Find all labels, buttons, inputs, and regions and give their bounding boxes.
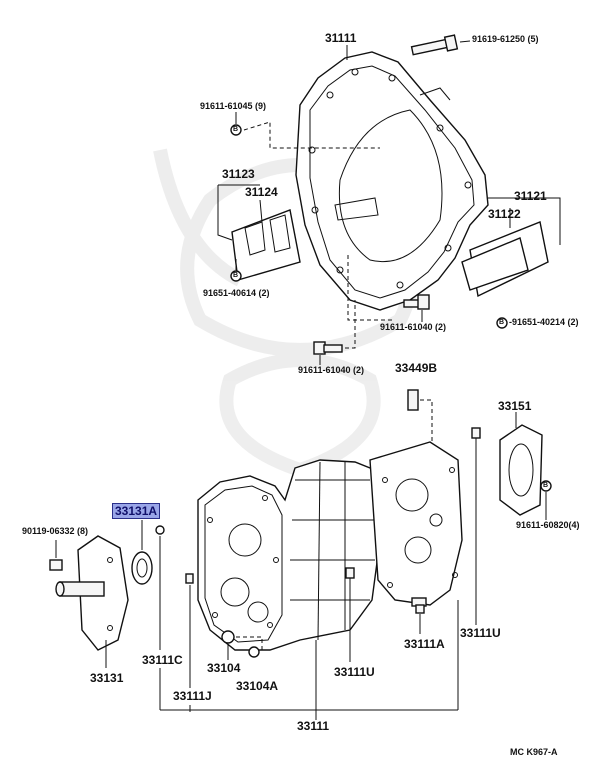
label-91619-61250: 91619-61250 (5) [472,34,539,44]
rear-case [369,441,463,606]
label-33111C: 33111C [142,653,183,667]
dust-cover-left [231,209,301,281]
front-bearing-retainer [55,535,129,651]
label-91651-40614: 91651-40614 (2) [203,288,270,298]
label-33111-bottom: 33111 [297,719,330,733]
pin-33111U [471,427,481,439]
dowel-pin [407,389,419,411]
bolt-mark-4: B [543,482,549,489]
label-33104: 33104 [207,661,241,675]
plug-33111C [155,525,165,535]
bolt-mark-3: B [499,319,505,326]
diagram-code: MC K967-A [510,747,558,757]
pin-33111J [185,573,194,584]
transmission-case [197,459,381,651]
label-91611-61040-b: 91611-61040 (2) [298,365,365,375]
label-31123: 31123 [222,167,255,181]
label-31121: 31121 [514,189,547,203]
label-33104A: 33104A [236,679,279,693]
bolt-91611-61040-b [313,341,343,355]
label-33151: 33151 [498,399,532,413]
label-31111: 31111 [325,31,357,45]
label-33131: 33131 [90,671,124,685]
bolt-90119 [49,559,63,571]
oil-seal-33131A [131,551,153,585]
rear-cover-33151 [499,424,543,516]
label-33111U: 33111U [460,626,501,640]
label-91611-60820: 91611-60820(4) [516,520,580,530]
label-33111A: 33111A [404,637,445,651]
label-90119-06332: 90119-06332 (8) [22,526,89,536]
plug-33111A [411,597,427,614]
label-33111U-b: 33111U [334,665,375,679]
label-91611-61040-a: 91611-61040 (2) [380,322,447,332]
pin-33111U-b [345,567,355,579]
bolt-91619 [410,34,459,56]
bolt-mark-2: B [233,272,239,279]
bell-housing [295,51,489,311]
label-91651-40214: -91651-40214 (2) [509,317,579,327]
dust-cover-right [461,221,549,298]
bolt-91611-61040-a [403,294,430,310]
label-33111J: 33111J [173,689,212,703]
bolt-mark-1: B [233,126,239,133]
label-33131A-highlighted[interactable]: 33131A [112,503,161,519]
bolt-91611-61045 [230,124,242,136]
label-31124: 31124 [245,185,278,199]
label-31122: 31122 [488,207,521,221]
label-33449B: 33449B [395,361,438,375]
gasket-33104A [248,646,260,658]
label-91611-61045: 91611-61045 (9) [200,101,267,111]
plug-33104 [221,630,235,644]
